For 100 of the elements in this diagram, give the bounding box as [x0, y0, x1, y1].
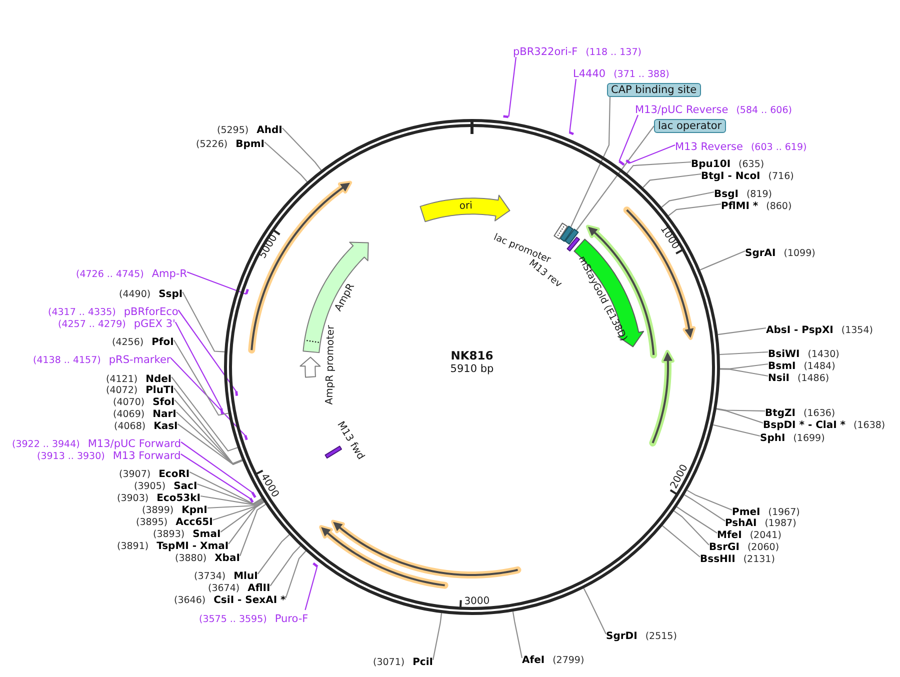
- restriction-site-label: (3734) MluI: [194, 567, 258, 581]
- leader-line: [200, 495, 263, 506]
- leader-line: [720, 368, 768, 377]
- restriction-site-label: BtgZI (1636): [765, 404, 836, 418]
- feature-arrow: [419, 194, 510, 222]
- leader-line: [661, 191, 714, 208]
- leader-line: [177, 424, 243, 466]
- leader-line: [207, 500, 264, 509]
- leader-line: [212, 500, 264, 521]
- restriction-site-label: (3891) TspMI - XmaI: [117, 537, 229, 551]
- feature-marker: [559, 225, 574, 242]
- leader-line: [178, 310, 237, 392]
- restriction-site-label: SgrAI (1099): [745, 244, 816, 258]
- leader-line: [176, 412, 242, 465]
- leader-line: [220, 501, 264, 532]
- promoter-marker: [553, 222, 568, 240]
- restriction-site-label: (4069) NarI: [113, 405, 176, 419]
- leader-line: [508, 56, 517, 117]
- restriction-site-label: (4490) SspI: [119, 285, 183, 299]
- leader-line: [686, 490, 732, 510]
- primer-mark: [504, 114, 509, 118]
- feature-marker: [564, 229, 578, 246]
- restriction-site-label: (4070) SfoI: [113, 393, 175, 407]
- leader-line: [174, 400, 242, 465]
- primer-mark: [618, 160, 625, 166]
- primer-label: M13/pUC Reverse (584 .. 606): [635, 101, 792, 115]
- restriction-site-label: AfeI (2799): [522, 651, 584, 665]
- restriction-site-label: (3903) Eco53kI: [117, 489, 201, 503]
- restriction-site-label: BsrGI (2060): [709, 538, 780, 552]
- leader-line: [182, 292, 224, 352]
- feature-arrow: [574, 239, 644, 348]
- restriction-site-label: (3893) SmaI: [153, 525, 221, 539]
- primer-mark: [251, 492, 256, 498]
- primer-mark: [312, 562, 318, 568]
- scale-label: 2000: [670, 463, 691, 490]
- feature-tag: lac operator: [654, 119, 726, 133]
- restriction-site-label: AbsI - PspXI (1354): [766, 321, 873, 335]
- primer-mark: [220, 408, 224, 414]
- plasmid-size: 5910 bp: [450, 363, 494, 374]
- leader-line: [626, 161, 692, 174]
- feature-label: AmpR promoter: [325, 324, 337, 404]
- leader-line: [716, 408, 766, 412]
- leader-line: [304, 566, 318, 610]
- restriction-site-label: (3880) XbaI: [175, 549, 240, 563]
- restriction-site-label: (3646) CsiI - SexAI *: [174, 591, 286, 605]
- primer-label: pBR322ori-F (118 .. 137): [513, 43, 642, 57]
- leader-line: [228, 502, 264, 544]
- leader-line: [197, 483, 262, 505]
- leader-line: [264, 142, 308, 182]
- leader-line: [642, 173, 702, 188]
- restriction-site-label: MfeI (2041): [717, 526, 782, 540]
- leader-line: [718, 327, 766, 336]
- primer-label: (4138 .. 4157) pRS-marker: [33, 351, 171, 365]
- leader-line: [674, 510, 710, 546]
- leader-line: [676, 506, 718, 534]
- leader-line: [186, 271, 247, 295]
- promoter-arrow: [300, 356, 320, 378]
- primer-mark: [235, 391, 238, 396]
- leader-line: [239, 504, 266, 556]
- leader-line: [270, 546, 301, 586]
- leader-line: [285, 550, 306, 598]
- leader-line: [720, 351, 768, 356]
- restriction-site-label: Bpu10I (635): [691, 155, 764, 169]
- restriction-site-label: (4121) NdeI: [106, 370, 172, 384]
- leader-line: [432, 613, 442, 660]
- leader-line: [173, 340, 228, 416]
- leader-line: [189, 472, 262, 504]
- restriction-site-label: SphI (1699): [760, 429, 825, 443]
- restriction-site-label: SgrDI (2515): [606, 627, 677, 641]
- leader-line: [576, 126, 654, 232]
- leader-line: [700, 250, 746, 270]
- leader-line: [174, 388, 242, 464]
- leader-line: [668, 203, 722, 216]
- primer-label: (3575 .. 3595) Puro-F: [199, 610, 308, 624]
- restriction-site-label: (3905) SacI: [134, 477, 198, 491]
- primer-mark: [245, 289, 250, 295]
- leader-line: [713, 424, 760, 437]
- restriction-site-label: (3674) AflII: [208, 579, 270, 593]
- leader-line: [257, 534, 290, 574]
- restriction-site-label: (5226) BpmI: [196, 135, 265, 149]
- leader-line: [662, 525, 700, 558]
- leader-line: [720, 363, 768, 370]
- primer-mark: [569, 131, 574, 136]
- restriction-site-label: BsmI (1484): [768, 357, 836, 371]
- primer-mark: [248, 498, 254, 503]
- restriction-site-label: (3071) PciI: [373, 653, 433, 667]
- restriction-site-label: PmeI (1967): [732, 503, 800, 517]
- primer-label: M13 Reverse (603 .. 619): [675, 138, 807, 152]
- restriction-site-label: (3899) KpnI: [142, 501, 208, 515]
- leader-line: [630, 144, 676, 164]
- feature-label: ori: [458, 200, 472, 212]
- leader-line: [174, 322, 222, 409]
- primer-site-marker: [567, 236, 580, 252]
- restriction-site-label: (4068) KasI: [114, 417, 178, 431]
- leader-line: [170, 358, 246, 436]
- primer-label: (4317 .. 4335) pBRforEco: [48, 303, 178, 317]
- restriction-site-label: (5295) AhdI: [217, 121, 282, 135]
- primer-site-marker: [324, 445, 342, 458]
- leader-line: [684, 494, 726, 522]
- restriction-site-label: NsiI (1486): [768, 369, 830, 383]
